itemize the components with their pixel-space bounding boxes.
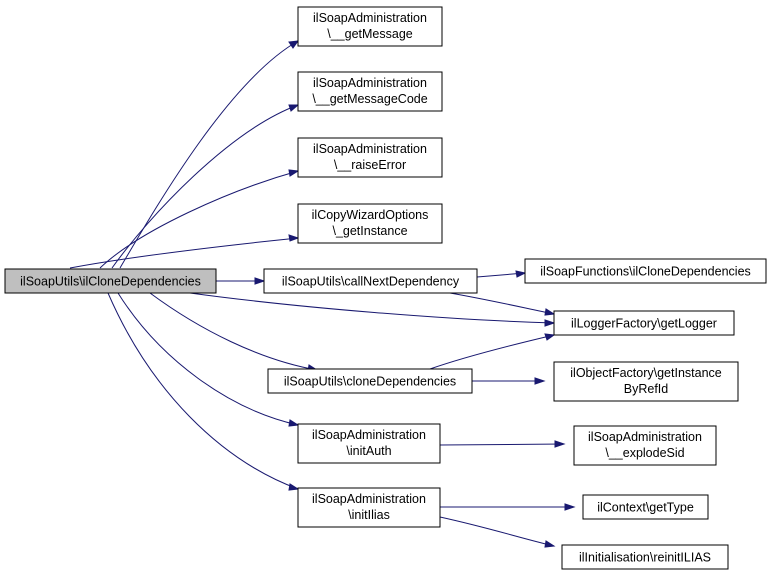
node-logger-factory-get-logger[interactable]: ilLoggerFactory\getLogger	[553, 310, 735, 336]
node-get-message-line2: \__getMessage	[327, 27, 413, 41]
edge-root-to-raiseerror	[99, 169, 300, 269]
node-call-next-dependency[interactable]: ilSoapUtils\callNextDependency	[263, 268, 478, 294]
node-init-ilias[interactable]: ilSoapAdministration \initIlias	[297, 487, 441, 528]
edge-root-to-callnext	[216, 277, 266, 285]
edge-initilias-to-gettype	[440, 503, 576, 511]
node-get-message[interactable]: ilSoapAdministration \__getMessage	[297, 6, 443, 47]
edge-root-to-getmessagecode	[111, 104, 300, 269]
node-init-auth-line2: \initAuth	[346, 444, 391, 458]
edge-root-to-initauth	[117, 292, 300, 427]
edge-callnext-to-soapfunctions	[476, 270, 527, 278]
node-copy-wizard-options[interactable]: ilCopyWizardOptions \_getInstance	[297, 203, 443, 244]
node-get-message-code[interactable]: ilSoapAdministration \__getMessageCode	[297, 71, 443, 112]
node-call-next-dependency-label: ilSoapUtils\callNextDependency	[282, 275, 460, 289]
edge-callnext-to-getlogger	[449, 292, 556, 316]
node-logger-factory-get-logger-label: ilLoggerFactory\getLogger	[571, 317, 717, 331]
node-raise-error-line1: ilSoapAdministration	[313, 142, 427, 156]
node-root[interactable]: ilSoapUtils\ilCloneDependencies	[4, 268, 217, 294]
node-context-get-type[interactable]: ilContext\getType	[582, 494, 709, 520]
node-soap-functions-clone-dependencies[interactable]: ilSoapFunctions\ilCloneDependencies	[524, 258, 767, 284]
node-init-auth-line1: ilSoapAdministration	[312, 428, 426, 442]
node-get-message-code-line1: ilSoapAdministration	[313, 76, 427, 90]
node-object-factory-get-instance-line2: ByRefId	[624, 382, 669, 396]
edge-root-to-getmessage	[119, 40, 300, 269]
node-copy-wizard-options-line1: ilCopyWizardOptions	[312, 208, 429, 222]
node-root-label: ilSoapUtils\ilCloneDependencies	[20, 275, 201, 289]
edge-root-to-copywizard	[69, 234, 300, 269]
node-clone-dependencies-label: ilSoapUtils\cloneDependencies	[284, 375, 456, 389]
node-init-ilias-line2: \initIlias	[348, 508, 390, 522]
node-object-factory-get-instance-line1: ilObjectFactory\getInstance	[570, 366, 722, 380]
node-get-message-line1: ilSoapAdministration	[313, 11, 427, 25]
edge-clonedeps-to-objectfactory	[472, 377, 546, 385]
node-raise-error-line2: \__raiseError	[334, 158, 406, 172]
node-soap-functions-clone-dependencies-label: ilSoapFunctions\ilCloneDependencies	[540, 265, 751, 279]
node-copy-wizard-options-line2: \_getInstance	[332, 224, 407, 238]
node-clone-dependencies[interactable]: ilSoapUtils\cloneDependencies	[267, 368, 473, 394]
edge-initilias-to-reinit	[439, 516, 556, 548]
edge-root-to-getlogger	[189, 292, 556, 327]
edge-clonedeps-to-getlogger	[429, 333, 556, 370]
node-get-message-code-line2: \__getMessageCode	[312, 92, 427, 106]
node-object-factory-get-instance[interactable]: ilObjectFactory\getInstance ByRefId	[553, 361, 739, 402]
edge-root-to-initilias	[107, 292, 300, 491]
node-init-ilias-line1: ilSoapAdministration	[312, 492, 426, 506]
node-raise-error[interactable]: ilSoapAdministration \__raiseError	[297, 137, 443, 178]
edge-initauth-to-explodesid	[439, 440, 566, 448]
node-initialisation-reinit-ilias-label: ilInitialisation\reinitILIAS	[579, 551, 711, 565]
node-init-auth[interactable]: ilSoapAdministration \initAuth	[297, 423, 441, 464]
node-explode-sid[interactable]: ilSoapAdministration \__explodeSid	[573, 425, 717, 466]
node-explode-sid-line1: ilSoapAdministration	[588, 430, 702, 444]
node-initialisation-reinit-ilias[interactable]: ilInitialisation\reinitILIAS	[561, 544, 729, 570]
node-context-get-type-label: ilContext\getType	[597, 501, 694, 515]
node-explode-sid-line2: \__explodeSid	[605, 446, 684, 460]
